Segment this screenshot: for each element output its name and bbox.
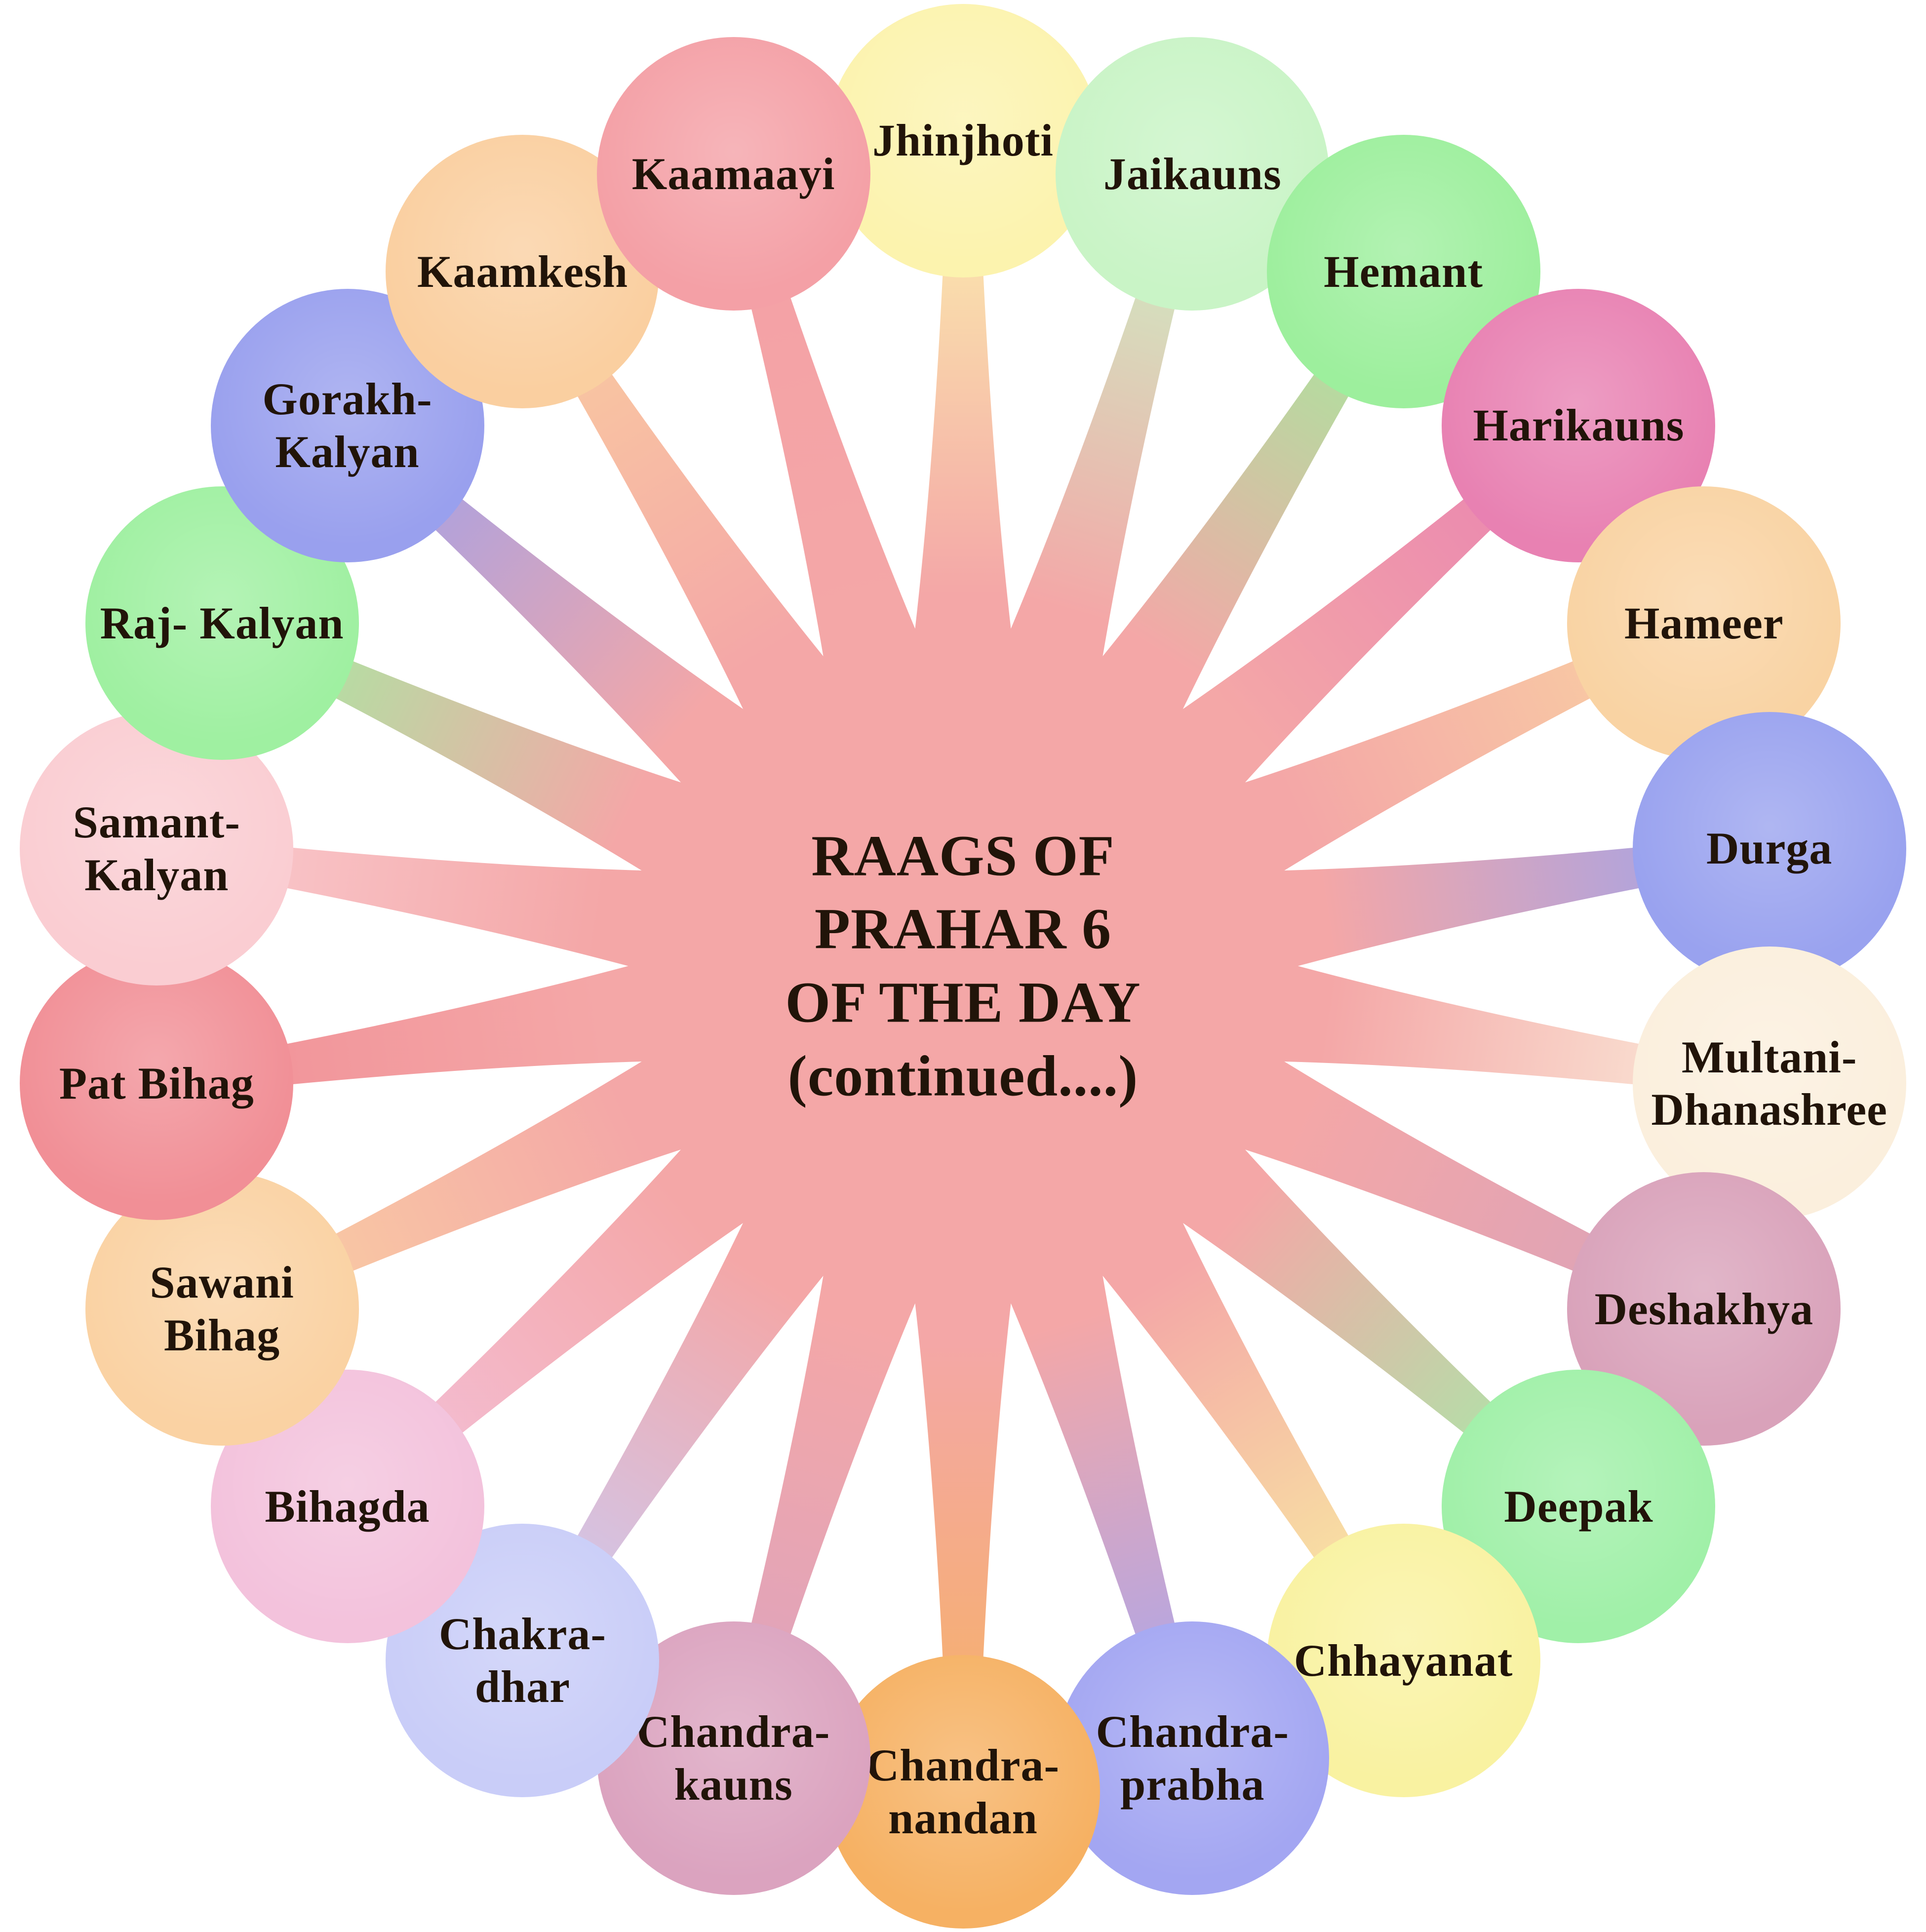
raag-node-durga: Durga (1632, 711, 1906, 986)
raag-node-label: Samant- Kalyan (73, 796, 240, 900)
raag-node-label: Kaamaayi (631, 148, 835, 199)
spoke-hemant (1019, 263, 1416, 826)
raag-node-label: Hemant (1324, 246, 1483, 297)
raag-node-kaamkesh: Kaamkesh (386, 134, 660, 408)
spoke-chhayanat (1019, 1106, 1416, 1669)
raag-node-label: Hameer (1624, 597, 1784, 648)
raag-node-sawani-bihag: Sawani Bihag (85, 1172, 359, 1446)
raag-node-jaikauns: Jaikauns (1056, 37, 1330, 311)
spoke-samant-kalyan (154, 833, 767, 1001)
raag-node-label: Jaikauns (1103, 148, 1282, 199)
raag-node-label: Pat Bihag (59, 1058, 254, 1109)
raag-node-label: Sawani Bihag (150, 1257, 294, 1361)
raag-node-label: Multani- Dhanashree (1651, 1031, 1887, 1135)
center-title: RAAGS OF PRAHAR 6 OF THE DAY (continued.… (785, 823, 1141, 1108)
raag-node-deepak: Deepak (1442, 1370, 1716, 1644)
spoke-kaamaayi (719, 169, 968, 785)
spoke-gorakh-kalyan (337, 414, 850, 878)
raag-node-label: Durga (1706, 823, 1833, 874)
raag-node-label: Raj- Kalyan (100, 597, 344, 648)
spoke-chandra-nandan (898, 1173, 1028, 1792)
spoke-jhinjhoti (898, 140, 1028, 759)
spoke-raj-kalyan (216, 609, 802, 938)
raag-node-label: Gorakh- Kalyan (262, 373, 432, 477)
raag-node-label: Chandra- nandan (866, 1739, 1060, 1843)
raag-node-label: Chhayanat (1294, 1635, 1513, 1686)
spoke-durga (1159, 833, 1772, 1001)
spoke-multani-dhanashree (1159, 931, 1772, 1099)
raag-node-pat-bihag: Pat Bihag (20, 946, 294, 1221)
spoke-deepak (1076, 1054, 1589, 1518)
spoke-bihagda (337, 1054, 850, 1518)
raag-node-label: Chakra- dhar (438, 1609, 607, 1712)
spoke-pat-bihag (154, 931, 767, 1099)
spoke-chandra-kauns (719, 1147, 968, 1763)
spoke-sawani-bihag (216, 994, 802, 1323)
spoke-jaikauns (958, 169, 1207, 785)
spoke-kaamkesh (510, 263, 907, 826)
raag-node-label: Harikauns (1473, 400, 1685, 451)
raag-node-harikauns: Harikauns (1442, 288, 1716, 562)
raag-node-label: Deshakhya (1594, 1283, 1814, 1334)
raag-node-label: Jhinjhoti (872, 115, 1054, 166)
spoke-deshakhya (1124, 994, 1710, 1323)
center-blob (692, 695, 1234, 1237)
raag-node-label: Chandra- prabha (1096, 1706, 1290, 1810)
raag-node-chandra-nandan: Chandra- nandan (826, 1655, 1100, 1929)
raag-node-kaamaayi: Kaamaayi (596, 37, 870, 311)
raag-node-label: Bihagda (265, 1481, 430, 1532)
raag-node-label: Deepak (1504, 1481, 1653, 1532)
spoke-harikauns (1076, 414, 1589, 878)
spoke-hameer (1124, 609, 1710, 938)
raag-node-label: Kaamkesh (417, 246, 629, 297)
spoke-chakra-dhar (510, 1106, 907, 1669)
raag-node-jhinjhoti: Jhinjhoti (826, 3, 1100, 277)
raag-node-samant-kalyan: Samant- Kalyan (20, 711, 294, 986)
raag-node-label: Chandra- kauns (636, 1706, 830, 1810)
raag-node-chandra-prabha: Chandra- prabha (1056, 1621, 1330, 1895)
spoke-chandra-prabha (958, 1147, 1207, 1763)
